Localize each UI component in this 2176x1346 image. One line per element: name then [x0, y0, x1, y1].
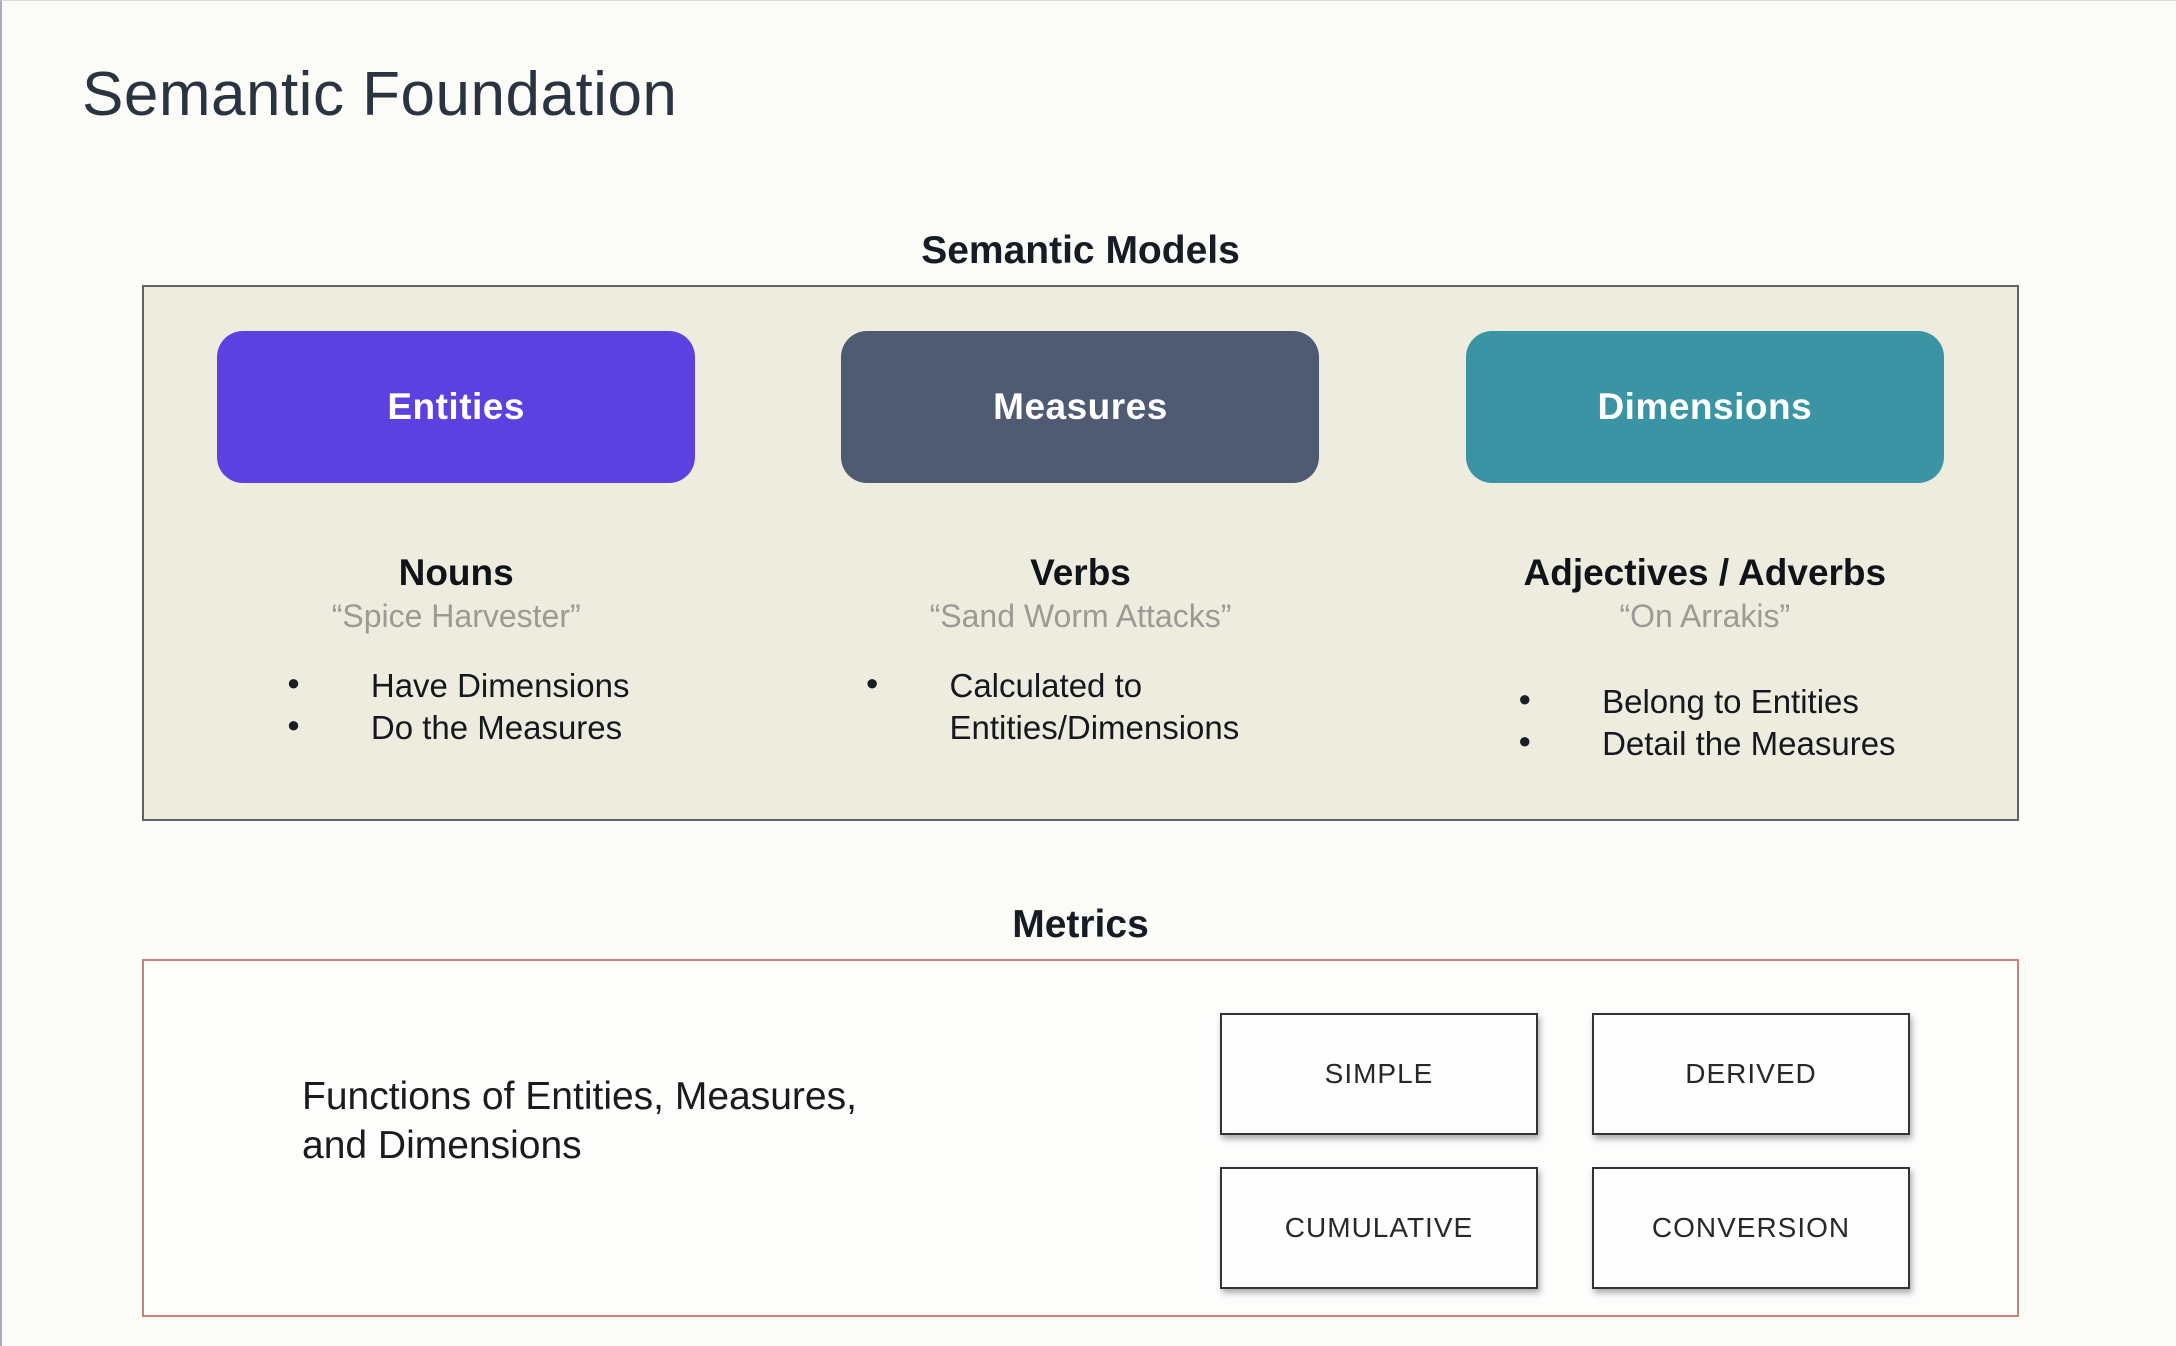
metrics-description: Functions of Entities, Measures, and Dim… [302, 1073, 857, 1171]
metric-box-simple: SIMPLE [1220, 1013, 1538, 1135]
semantic-models-panel: Entities Nouns “Spice Harvester” Have Di… [142, 285, 2019, 821]
metrics-heading: Metrics [1012, 903, 1149, 946]
page-title: Semantic Foundation [82, 60, 678, 129]
dimensions-heading: Adjectives / Adverbs [1523, 552, 1887, 593]
metric-type-grid: SIMPLE DERIVED CUMULATIVE CONVERSION [1220, 1013, 1910, 1289]
measures-column: Measures Verbs “Sand Worm Attacks” Calcu… [768, 287, 1392, 819]
entities-bullet-list: Have Dimensions Do the Measures [283, 665, 630, 749]
measures-bullet-list: Calculated to Entities/Dimensions [861, 665, 1299, 749]
entities-pill: Entities [217, 331, 696, 483]
dimensions-quote: “On Arrakis” [1619, 597, 1791, 634]
entities-column: Entities Nouns “Spice Harvester” Have Di… [144, 287, 768, 819]
bullet-item: Belong to Entities [1514, 681, 1895, 723]
entities-quote: “Spice Harvester” [331, 597, 581, 634]
metrics-description-line: Functions of Entities, Measures, [302, 1075, 857, 1118]
measures-pill: Measures [841, 331, 1320, 483]
bullet-item: Have Dimensions [283, 665, 630, 707]
dimensions-pill: Dimensions [1465, 331, 1944, 483]
dimensions-bullet-list: Belong to Entities Detail the Measures [1514, 681, 1895, 765]
bullet-item: Do the Measures [283, 707, 630, 749]
semantic-models-heading: Semantic Models [921, 229, 1240, 272]
metric-box-cumulative: CUMULATIVE [1220, 1167, 1538, 1289]
dimensions-column: Dimensions Adjectives / Adverbs “On Arra… [1393, 287, 2017, 819]
metrics-description-line: and Dimensions [302, 1123, 582, 1167]
metrics-panel: Functions of Entities, Measures, and Dim… [142, 959, 2019, 1317]
bullet-item: Calculated to Entities/Dimensions [861, 665, 1299, 749]
metric-box-derived: DERIVED [1592, 1013, 1910, 1135]
entities-heading: Nouns [398, 552, 514, 593]
measures-heading: Verbs [1030, 552, 1131, 593]
metric-box-conversion: CONVERSION [1592, 1167, 1910, 1289]
bullet-item: Detail the Measures [1514, 723, 1895, 765]
measures-quote: “Sand Worm Attacks” [929, 597, 1232, 634]
